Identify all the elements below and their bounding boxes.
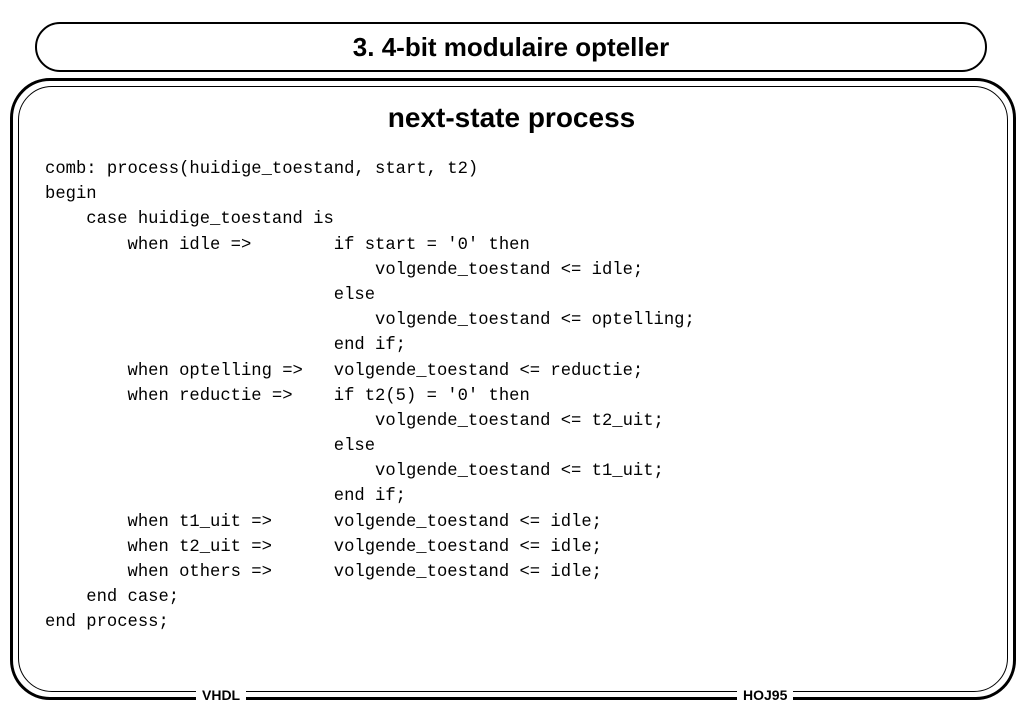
code-line: begin [45, 185, 97, 205]
code-line: end if; [45, 336, 406, 356]
slide-subtitle: next-state process [387, 102, 636, 133]
title-box: 3. 4-bit modulaire opteller [35, 22, 987, 72]
footer-left-label: VHDL [196, 686, 247, 704]
code-line: when t2_uit => volgende_toestand <= idle… [45, 537, 602, 557]
code-line: volgende_toestand <= t1_uit; [45, 462, 664, 482]
code-line: comb: process(huidige_toestand, start, t… [45, 160, 479, 179]
content-frame [10, 78, 1016, 700]
code-line: when optelling => volgende_toestand <= r… [45, 361, 644, 381]
content-frame-inner-border [18, 86, 1008, 692]
footer-right-label: HOJ95 [737, 686, 794, 704]
code-line: end case; [45, 588, 180, 608]
code-line: volgende_toestand <= t2_uit; [45, 411, 664, 431]
code-line: else [45, 437, 376, 457]
code-line: when reductie => if t2(5) = '0' then [45, 386, 530, 406]
code-line: case huidige_toestand is [45, 210, 334, 230]
code-line: when others => volgende_toestand <= idle… [45, 563, 602, 582]
slide-title: 3. 4-bit modulaire opteller [352, 32, 670, 62]
code-line: else [45, 285, 376, 305]
code-line: volgende_toestand <= idle; [45, 260, 644, 280]
code-block: comb: process(huidige_toestand, start, t… [45, 157, 695, 636]
code-line: end if; [45, 487, 406, 507]
code-line: when idle => if start = '0' then [45, 235, 530, 255]
code-line: when t1_uit => volgende_toestand <= idle… [45, 512, 602, 532]
code-line: end process; [45, 613, 169, 633]
code-line: volgende_toestand <= optelling; [45, 311, 695, 331]
